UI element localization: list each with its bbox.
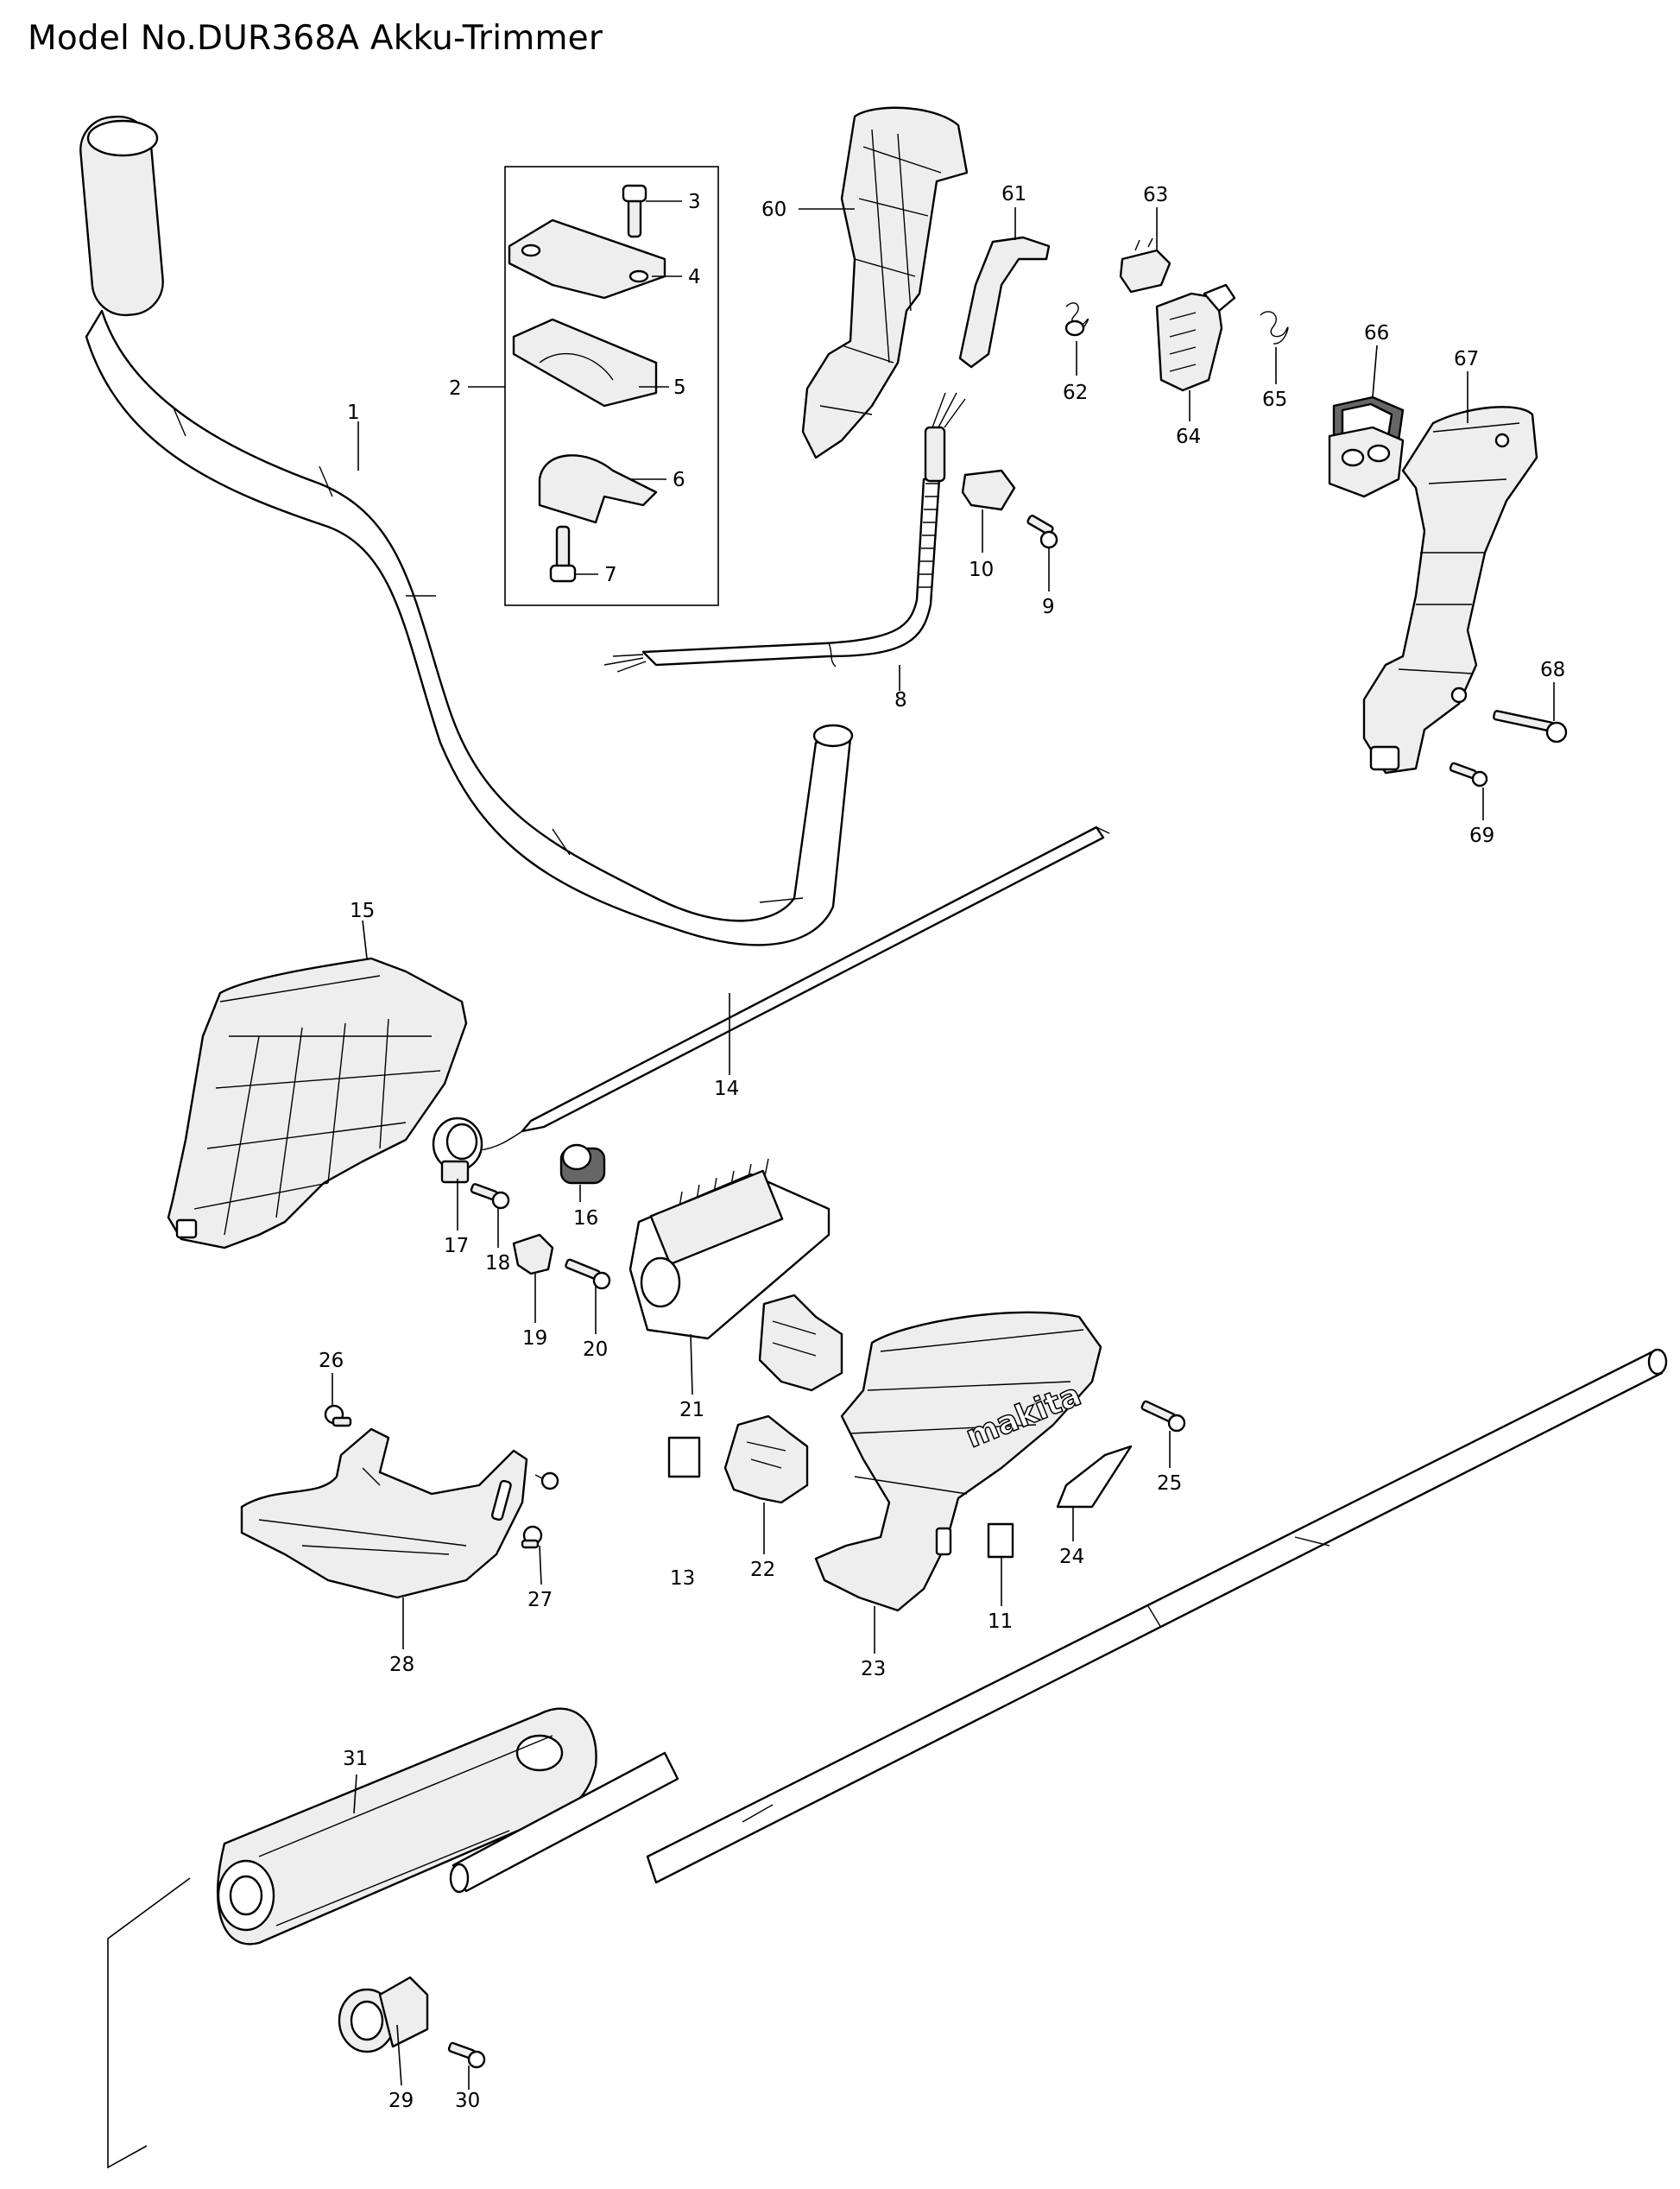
label-part-68: 68 [1540,659,1565,681]
label-part-13: 13 [670,1567,695,1590]
label-part-11: 11 [988,1610,1013,1633]
label-part-17: 17 [444,1235,469,1257]
label-part-65: 65 [1262,389,1287,411]
part-66-button-pad[interactable] [1328,395,1405,498]
label-part-60: 60 [761,199,786,221]
label-part-67: 67 [1454,348,1479,370]
label-part-69: 69 [1469,825,1494,847]
part-62-spring[interactable] [1064,302,1089,337]
part-63-micro-switch[interactable] [1119,237,1172,294]
label-part-62: 62 [1063,382,1088,404]
label-part-14: 14 [714,1078,739,1100]
part-29-clamp[interactable] [338,1976,429,2053]
label-part-66: 66 [1364,322,1389,345]
part-19-clip[interactable] [512,1233,554,1275]
label-part-26: 26 [319,1350,344,1372]
part-14-long-cable[interactable] [478,826,1110,1151]
part-labels: 1 2 3 4 5 6 7 8 9 10 11 13 14 15 16 17 1… [319,183,1565,2112]
part-27-screw[interactable] [521,1525,543,1549]
label-part-23: 23 [861,1658,886,1680]
label-part-29: 29 [388,2090,414,2112]
label-part-9: 9 [1042,596,1055,618]
label-part-4: 4 [688,266,701,288]
label-part-8: 8 [894,689,907,712]
part-1-handle-bar[interactable] [78,114,854,946]
label-part-15: 15 [350,900,375,922]
part-11-label[interactable] [987,1522,1014,1559]
label-part-64: 64 [1176,426,1201,448]
label-part-25: 25 [1157,1472,1182,1495]
part-16-bushing[interactable] [559,1143,606,1185]
label-part-3: 3 [688,191,701,213]
label-part-27: 27 [527,1589,553,1611]
label-part-16: 16 [573,1207,598,1230]
label-part-20: 20 [583,1338,608,1361]
part-13-label[interactable] [667,1436,701,1478]
part-23-housing[interactable]: makita [814,1311,1102,1612]
inner-tube[interactable] [449,1751,679,1894]
part-20-screw[interactable] [565,1258,611,1290]
part-9-screw[interactable] [1026,515,1058,549]
label-part-1: 1 [347,402,360,424]
label-part-61: 61 [1001,183,1026,206]
label-part-28: 28 [389,1654,414,1676]
label-part-5: 5 [673,376,686,399]
label-part-30: 30 [455,2090,480,2112]
part-67-handle-cover[interactable] [1362,406,1538,775]
label-part-19: 19 [522,1327,547,1350]
label-part-22: 22 [750,1559,775,1581]
part-15-motor-housing[interactable] [167,957,468,1250]
label-part-24: 24 [1059,1546,1084,1568]
page-title: Model No.DUR368A Akku-Trimmer [28,19,603,58]
part-60-handle-housing[interactable] [801,106,969,459]
part-2-clamp-assembly[interactable] [504,166,719,606]
label-part-2: 2 [449,377,462,400]
label-part-21: 21 [679,1399,704,1421]
leader-lines [107,200,1555,2169]
part-22-terminal[interactable] [723,1414,809,1504]
small-screw[interactable] [534,1471,559,1490]
part-64-switch[interactable] [1155,283,1236,392]
label-part-18: 18 [485,1252,510,1275]
part-65-spring[interactable] [1260,311,1289,345]
part-17-clamp-ring[interactable] [432,1117,483,1184]
part-25-screw[interactable] [1140,1400,1186,1433]
part-28-bracket[interactable] [240,1427,528,1599]
part-8-cable-harness[interactable] [603,392,966,673]
part-21-controller[interactable] [628,1158,831,1340]
part-26-screw[interactable] [324,1404,352,1427]
label-part-10: 10 [969,559,994,581]
label-part-63: 63 [1143,184,1168,206]
part-68-screw[interactable] [1493,710,1568,743]
label-part-7: 7 [604,564,617,586]
part-30-screw[interactable] [447,2041,486,2069]
part-18-screw[interactable] [470,1183,510,1210]
part-24-label[interactable] [1056,1445,1133,1509]
label-part-6: 6 [673,469,685,491]
part-10-clip[interactable] [961,469,1016,511]
terminal-upper[interactable] [758,1294,843,1392]
part-69-screw[interactable] [1449,762,1488,788]
part-61-trigger[interactable] [958,236,1051,369]
shaft-tube[interactable] [646,1348,1668,1884]
label-part-31: 31 [343,1748,368,1770]
